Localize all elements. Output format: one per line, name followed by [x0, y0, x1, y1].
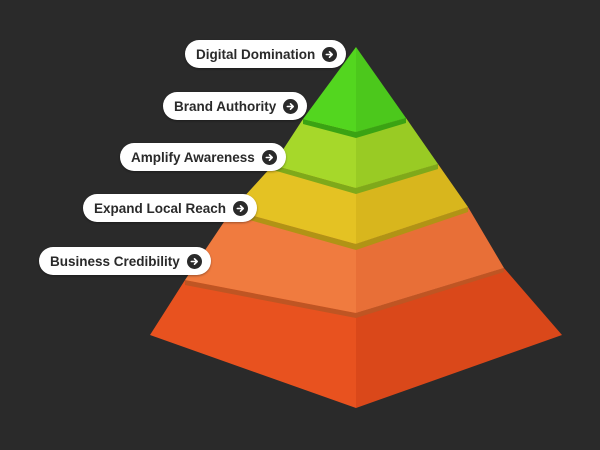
pyramid-level-2-left [273, 117, 356, 188]
arrow-right-circle-icon [186, 253, 202, 269]
level-label: Brand Authority [174, 98, 277, 114]
level-label: Expand Local Reach [94, 200, 227, 216]
arrow-right-circle-icon [322, 46, 338, 62]
level-label: Business Credibility [50, 253, 180, 269]
level-pill-expand-local-reach[interactable]: Expand Local Reach [83, 194, 258, 222]
level-pill-amplify-awareness[interactable]: Amplify Awareness [120, 143, 286, 171]
pyramid-level-5-right [356, 268, 562, 408]
arrow-right-circle-icon [261, 149, 277, 165]
pyramid-level-1-left [303, 47, 356, 132]
level-pill-business-credibility[interactable]: Business Credibility [39, 247, 211, 275]
level-label: Amplify Awareness [131, 149, 255, 165]
pyramid-level-4-underside [185, 268, 504, 318]
arrow-right-circle-icon [233, 200, 249, 216]
pyramid-level-2-underside [273, 164, 438, 194]
level-label: Digital Domination [196, 46, 316, 62]
pyramid-level-2-right [356, 118, 438, 188]
arrow-right-circle-icon [283, 98, 299, 114]
level-pill-brand-authority[interactable]: Brand Authority [163, 92, 308, 120]
pyramid-level-1-right [356, 47, 406, 132]
level-pill-digital-domination[interactable]: Digital Domination [185, 40, 347, 68]
pyramid-level-1-underside [303, 118, 406, 138]
